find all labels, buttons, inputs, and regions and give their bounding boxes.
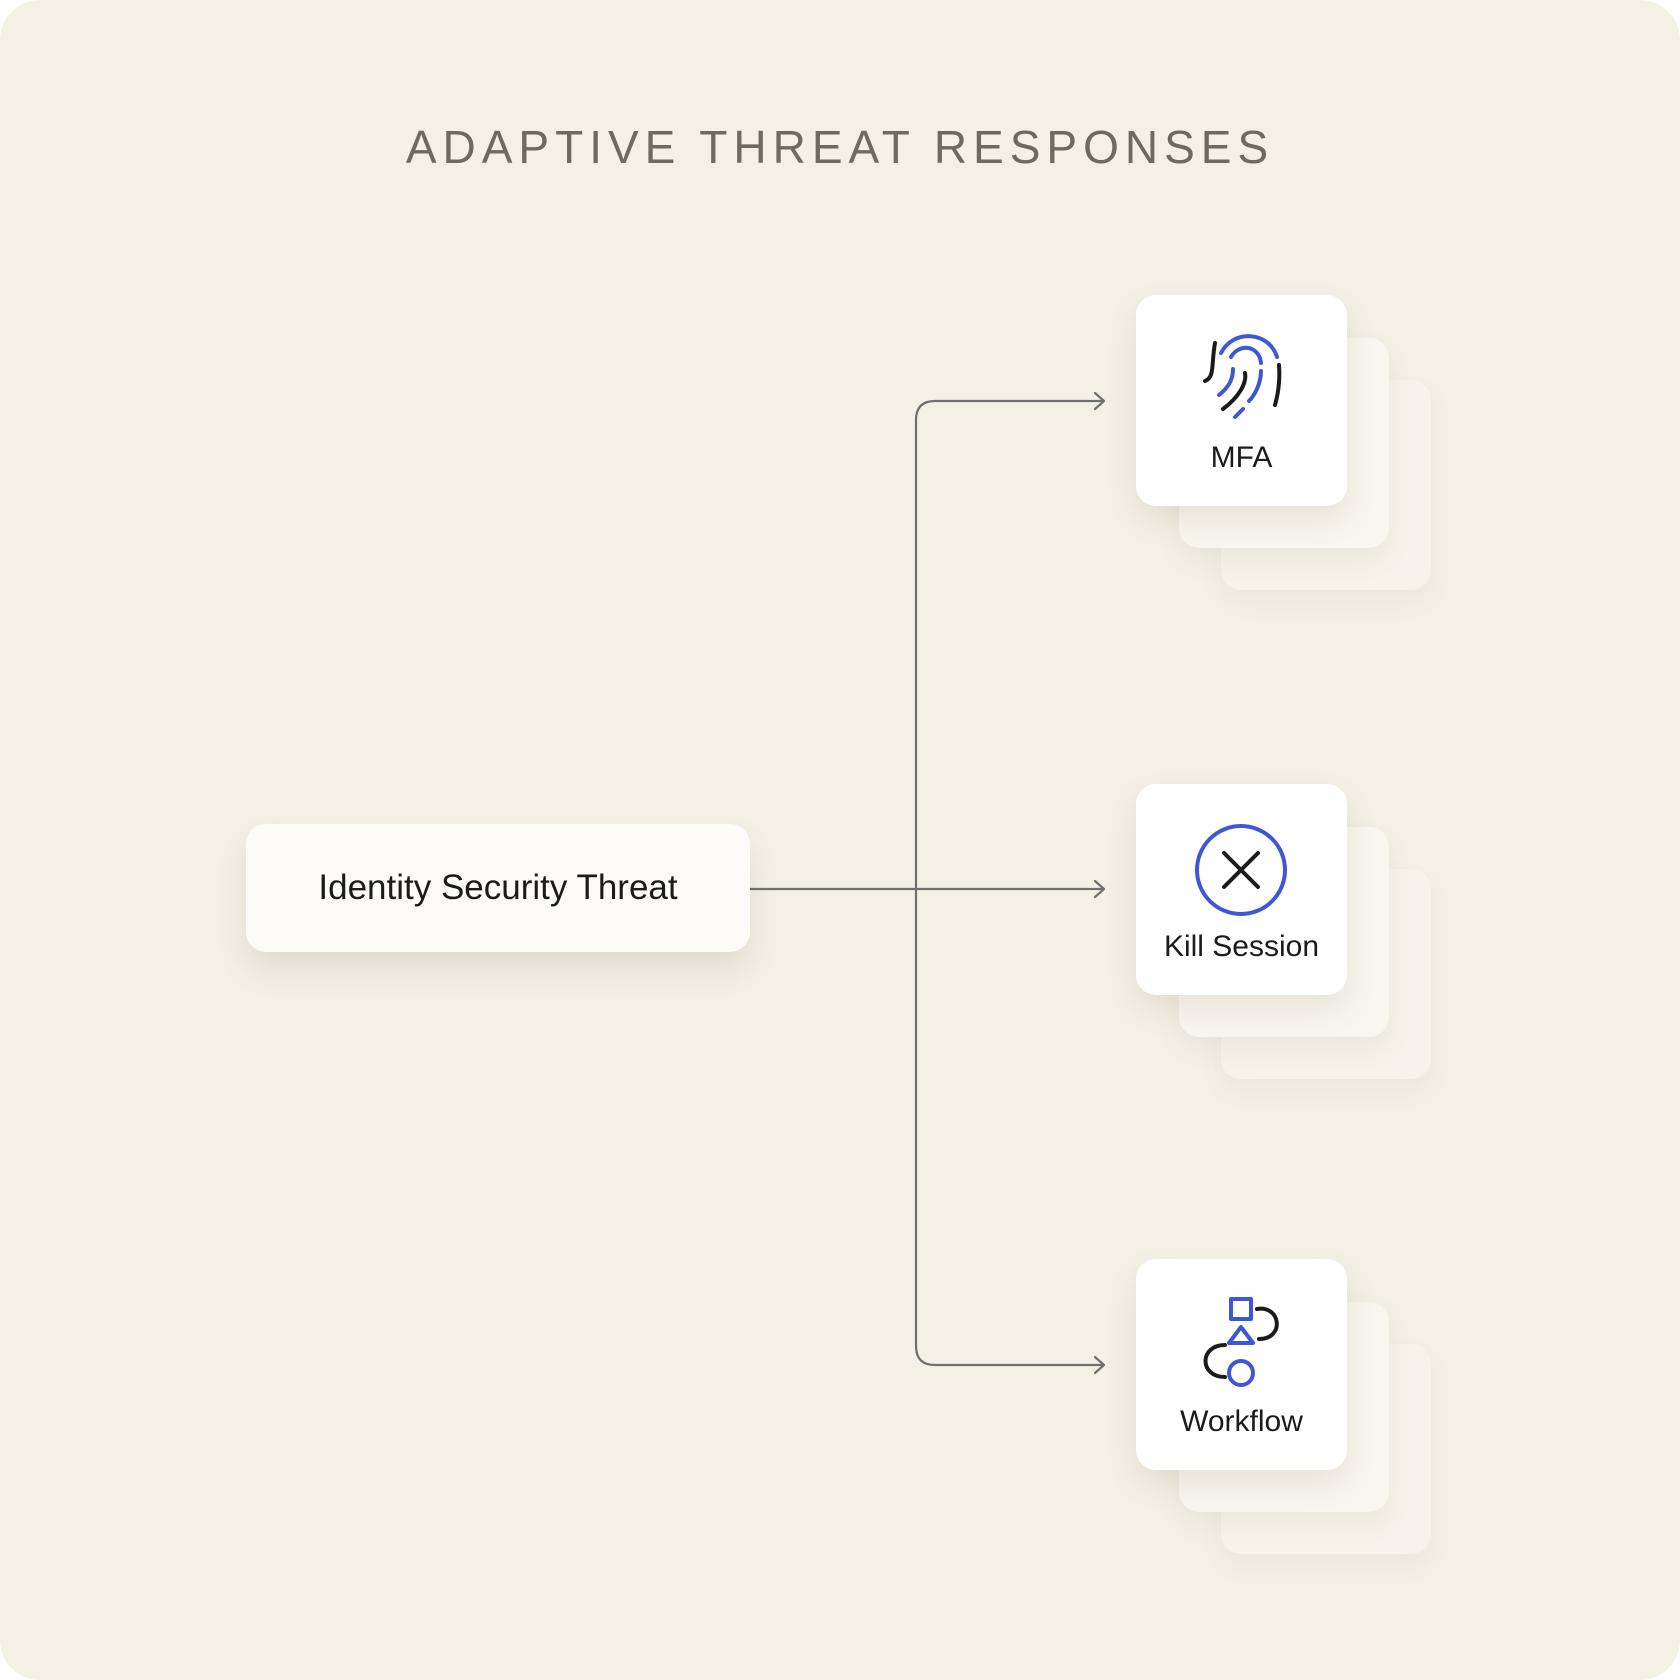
close-circle-icon xyxy=(1195,824,1287,916)
connector-to-workflow xyxy=(914,887,1105,1367)
diagram-title: ADAPTIVE THREAT RESPONSES xyxy=(405,121,1275,173)
card-face: Kill Session xyxy=(1136,784,1347,995)
source-node-label: Identity Security Threat xyxy=(318,868,678,907)
response-card-kill-session: Kill Session xyxy=(1136,784,1432,1080)
card-label-kill-session: Kill Session xyxy=(1163,930,1320,963)
source-node-identity-threat: Identity Security Threat xyxy=(246,824,750,952)
card-face: MFA xyxy=(1136,295,1347,506)
fingerprint-icon xyxy=(1203,334,1282,419)
arrowhead-kill-session xyxy=(1093,879,1106,899)
workflow-shapes-icon xyxy=(1203,1297,1279,1387)
response-card-workflow: Workflow xyxy=(1136,1259,1432,1555)
arrowhead-mfa xyxy=(1093,391,1106,411)
response-card-mfa: MFA xyxy=(1136,295,1432,591)
card-face: Workflow xyxy=(1136,1259,1347,1470)
card-label-mfa: MFA xyxy=(1210,441,1273,474)
connector-to-mfa xyxy=(914,399,1105,891)
card-label-workflow: Workflow xyxy=(1180,1405,1303,1438)
arrowhead-workflow xyxy=(1093,1355,1106,1375)
